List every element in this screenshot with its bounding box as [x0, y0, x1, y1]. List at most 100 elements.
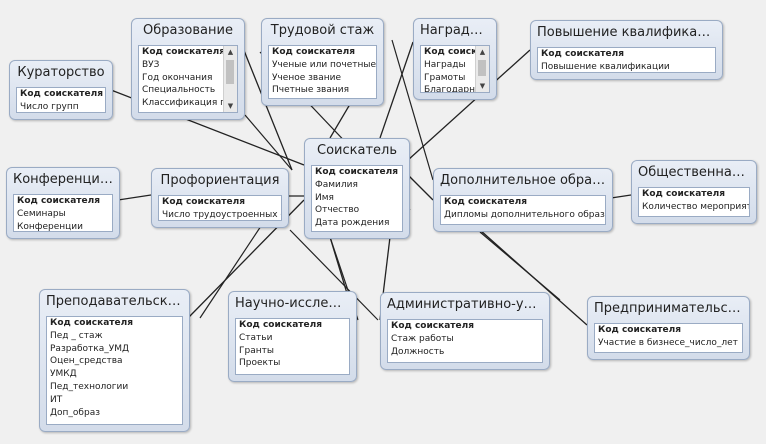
table-title[interactable]: Трудовой стаж	[270, 23, 375, 38]
relationship-line-extra[interactable]	[244, 114, 293, 171]
scrollbar[interactable]: ▲ ▼	[475, 46, 489, 92]
table-kuratorstvo[interactable]: Кураторство Код соискателя Число групп	[9, 60, 113, 120]
field-item[interactable]: Участие в бизнесе_число_лет	[598, 337, 738, 348]
field-item[interactable]: Оцен_средства	[50, 356, 123, 367]
table-nagrady[interactable]: Награды,... Код соискателя Награды Грамо…	[413, 18, 497, 100]
scroll-thumb[interactable]	[226, 60, 234, 84]
table-obrazovanie[interactable]: Образование Код соискателя ВУЗ Год оконч…	[131, 18, 245, 120]
field-item[interactable]: Код соискателя	[50, 318, 133, 328]
table-povyshenie[interactable]: Повышение квалификации Код соискателя По…	[530, 20, 723, 80]
field-item[interactable]: Доп_образ	[50, 407, 100, 418]
field-list[interactable]: Код соискателя Семинары Конференции	[13, 194, 113, 232]
relationship-line-nagrady[interactable]	[379, 41, 414, 139]
field-item[interactable]: Отчество	[315, 205, 360, 216]
field-list[interactable]: Код соискателя Пед _ стаж Разработка_УМД…	[46, 316, 183, 425]
scrollbar[interactable]: ▲ ▼	[223, 46, 237, 112]
field-item[interactable]: Код соискателя	[541, 49, 624, 59]
table-title[interactable]: Конференции...	[13, 172, 119, 187]
field-item[interactable]: Семинары	[17, 208, 66, 219]
field-list[interactable]: Код соискателя Дипломы дополнительного о…	[440, 195, 606, 225]
relationship-line-konferencii[interactable]	[117, 194, 152, 201]
field-item[interactable]: Разработка_УМД	[50, 343, 129, 354]
field-item[interactable]: Код соискателя	[17, 196, 100, 206]
table-konferencii[interactable]: Конференции... Код соискателя Семинары К…	[6, 167, 120, 239]
field-list[interactable]: Код соискателя Число трудоустроенных сту…	[158, 195, 282, 221]
table-title[interactable]: Повышение квалификации	[537, 25, 722, 40]
scroll-down-icon[interactable]: ▼	[479, 82, 486, 90]
table-title[interactable]: Административно-упра...	[387, 297, 549, 312]
field-item[interactable]: Конференции	[17, 221, 83, 232]
field-item[interactable]: Ученое звание	[272, 72, 342, 83]
field-list[interactable]: Код соискателя Стаж работы Должность	[387, 319, 543, 363]
field-item[interactable]: Код соискателя	[391, 321, 474, 331]
field-list[interactable]: Код соискателя Количество мероприятий	[638, 187, 750, 217]
scroll-up-icon[interactable]: ▲	[479, 48, 486, 56]
table-title[interactable]: Образование	[143, 23, 233, 38]
table-administrativno[interactable]: Административно-упра... Код соискателя С…	[380, 292, 550, 370]
table-nauchno[interactable]: Научно-исследо... Код соискателя Статьи …	[228, 291, 357, 382]
field-item[interactable]: Число трудоустроенных студентов	[162, 209, 281, 220]
field-list[interactable]: Код соискателя ВУЗ Год окончания Специал…	[138, 45, 238, 113]
field-item[interactable]: Благодарности	[424, 85, 475, 93]
relationship-line-dop-obrazovanie[interactable]	[407, 174, 434, 201]
field-item[interactable]: Классификация по диплому	[142, 98, 223, 109]
field-item[interactable]: Дата рождения	[315, 218, 390, 229]
field-list[interactable]: Код соискателя Статьи Гранты Проекты	[235, 318, 350, 375]
field-item[interactable]: Код соискателя	[642, 189, 725, 199]
field-item[interactable]: Код соискателя	[598, 325, 681, 335]
field-item[interactable]: ВУЗ	[142, 59, 160, 70]
relationship-line-extra[interactable]	[479, 231, 561, 301]
table-predprinimatelskaya[interactable]: Предпринимательская... Код соискателя Уч…	[587, 296, 750, 360]
table-obshchestvennaya[interactable]: Общественная ... Код соискателя Количест…	[631, 160, 757, 224]
field-item[interactable]: Код соискателя	[444, 197, 527, 207]
field-item[interactable]: Пчетные звания	[272, 85, 350, 96]
scroll-thumb[interactable]	[478, 60, 486, 76]
relationship-line-obshchestvennaya[interactable]	[610, 194, 632, 199]
field-list[interactable]: Код соискателя Фамилия Имя Отчество Дата…	[311, 165, 403, 232]
field-list[interactable]: Код соискателя Награды Грамоты Благодарн…	[420, 45, 490, 93]
field-item[interactable]: Статьи	[239, 332, 273, 343]
table-title[interactable]: Награды,...	[420, 23, 496, 38]
field-item[interactable]: Код соискателя	[162, 197, 245, 207]
field-item[interactable]: Специальность	[142, 85, 216, 96]
field-item[interactable]: Повышение квалификации	[541, 61, 670, 72]
scroll-up-icon[interactable]: ▲	[227, 48, 234, 56]
field-item[interactable]: Пед _ стаж	[50, 330, 103, 341]
table-title[interactable]: Профориентация	[160, 173, 280, 188]
field-item[interactable]: Код соискателя	[424, 47, 475, 57]
field-item[interactable]: Проекты	[239, 358, 281, 369]
field-item[interactable]: Код соискателя	[272, 47, 355, 57]
table-title[interactable]: Кураторство	[17, 65, 105, 80]
field-item[interactable]: Грамоты	[424, 72, 466, 83]
field-list[interactable]: Код соискателя Ученые или почетные звани…	[268, 45, 377, 99]
scroll-down-icon[interactable]: ▼	[227, 102, 234, 110]
field-item[interactable]: Код соискателя	[142, 47, 223, 57]
table-title[interactable]: Соискатель	[317, 143, 397, 158]
field-item[interactable]: Ученые или почетные звания	[272, 59, 376, 70]
field-item[interactable]: Пед_технологии	[50, 381, 129, 392]
field-item[interactable]: Количество мероприятий	[642, 201, 749, 212]
table-title[interactable]: Дополнительное образо...	[440, 173, 612, 188]
table-dop-obrazovanie[interactable]: Дополнительное образо... Код соискателя …	[433, 168, 613, 232]
field-list[interactable]: Код соискателя Участие в бизнесе_число_л…	[594, 323, 743, 353]
field-item[interactable]: Число групп	[20, 101, 79, 112]
field-item[interactable]: Код соискателя	[315, 167, 398, 177]
field-list[interactable]: Код соискателя Число групп	[16, 87, 106, 113]
table-title[interactable]: Научно-исследо...	[235, 296, 356, 311]
field-item[interactable]: Код соискателя	[239, 320, 322, 330]
field-item[interactable]: ИТ	[50, 394, 63, 405]
field-item[interactable]: Год окончания	[142, 72, 213, 83]
table-soiskatel[interactable]: Соискатель Код соискателя Фамилия Имя От…	[304, 138, 410, 239]
field-item[interactable]: Должность	[391, 346, 445, 357]
table-title[interactable]: Преподавательская ...	[46, 294, 189, 309]
table-trudovoy-stazh[interactable]: Трудовой стаж Код соискателя Ученые или …	[261, 18, 384, 106]
field-item[interactable]: Стаж работы	[391, 333, 454, 344]
field-item[interactable]: УМКД	[50, 369, 77, 380]
table-prepodavatelskaya[interactable]: Преподавательская ... Код соискателя Пед…	[39, 289, 190, 432]
field-item[interactable]: Награды	[424, 59, 466, 70]
field-item[interactable]: Гранты	[239, 345, 274, 356]
field-item[interactable]: Имя	[315, 192, 334, 203]
table-title[interactable]: Общественная ...	[638, 165, 756, 180]
field-item[interactable]: Код соискателя	[20, 89, 103, 99]
field-list[interactable]: Код соискателя Повышение квалификации	[537, 47, 716, 73]
